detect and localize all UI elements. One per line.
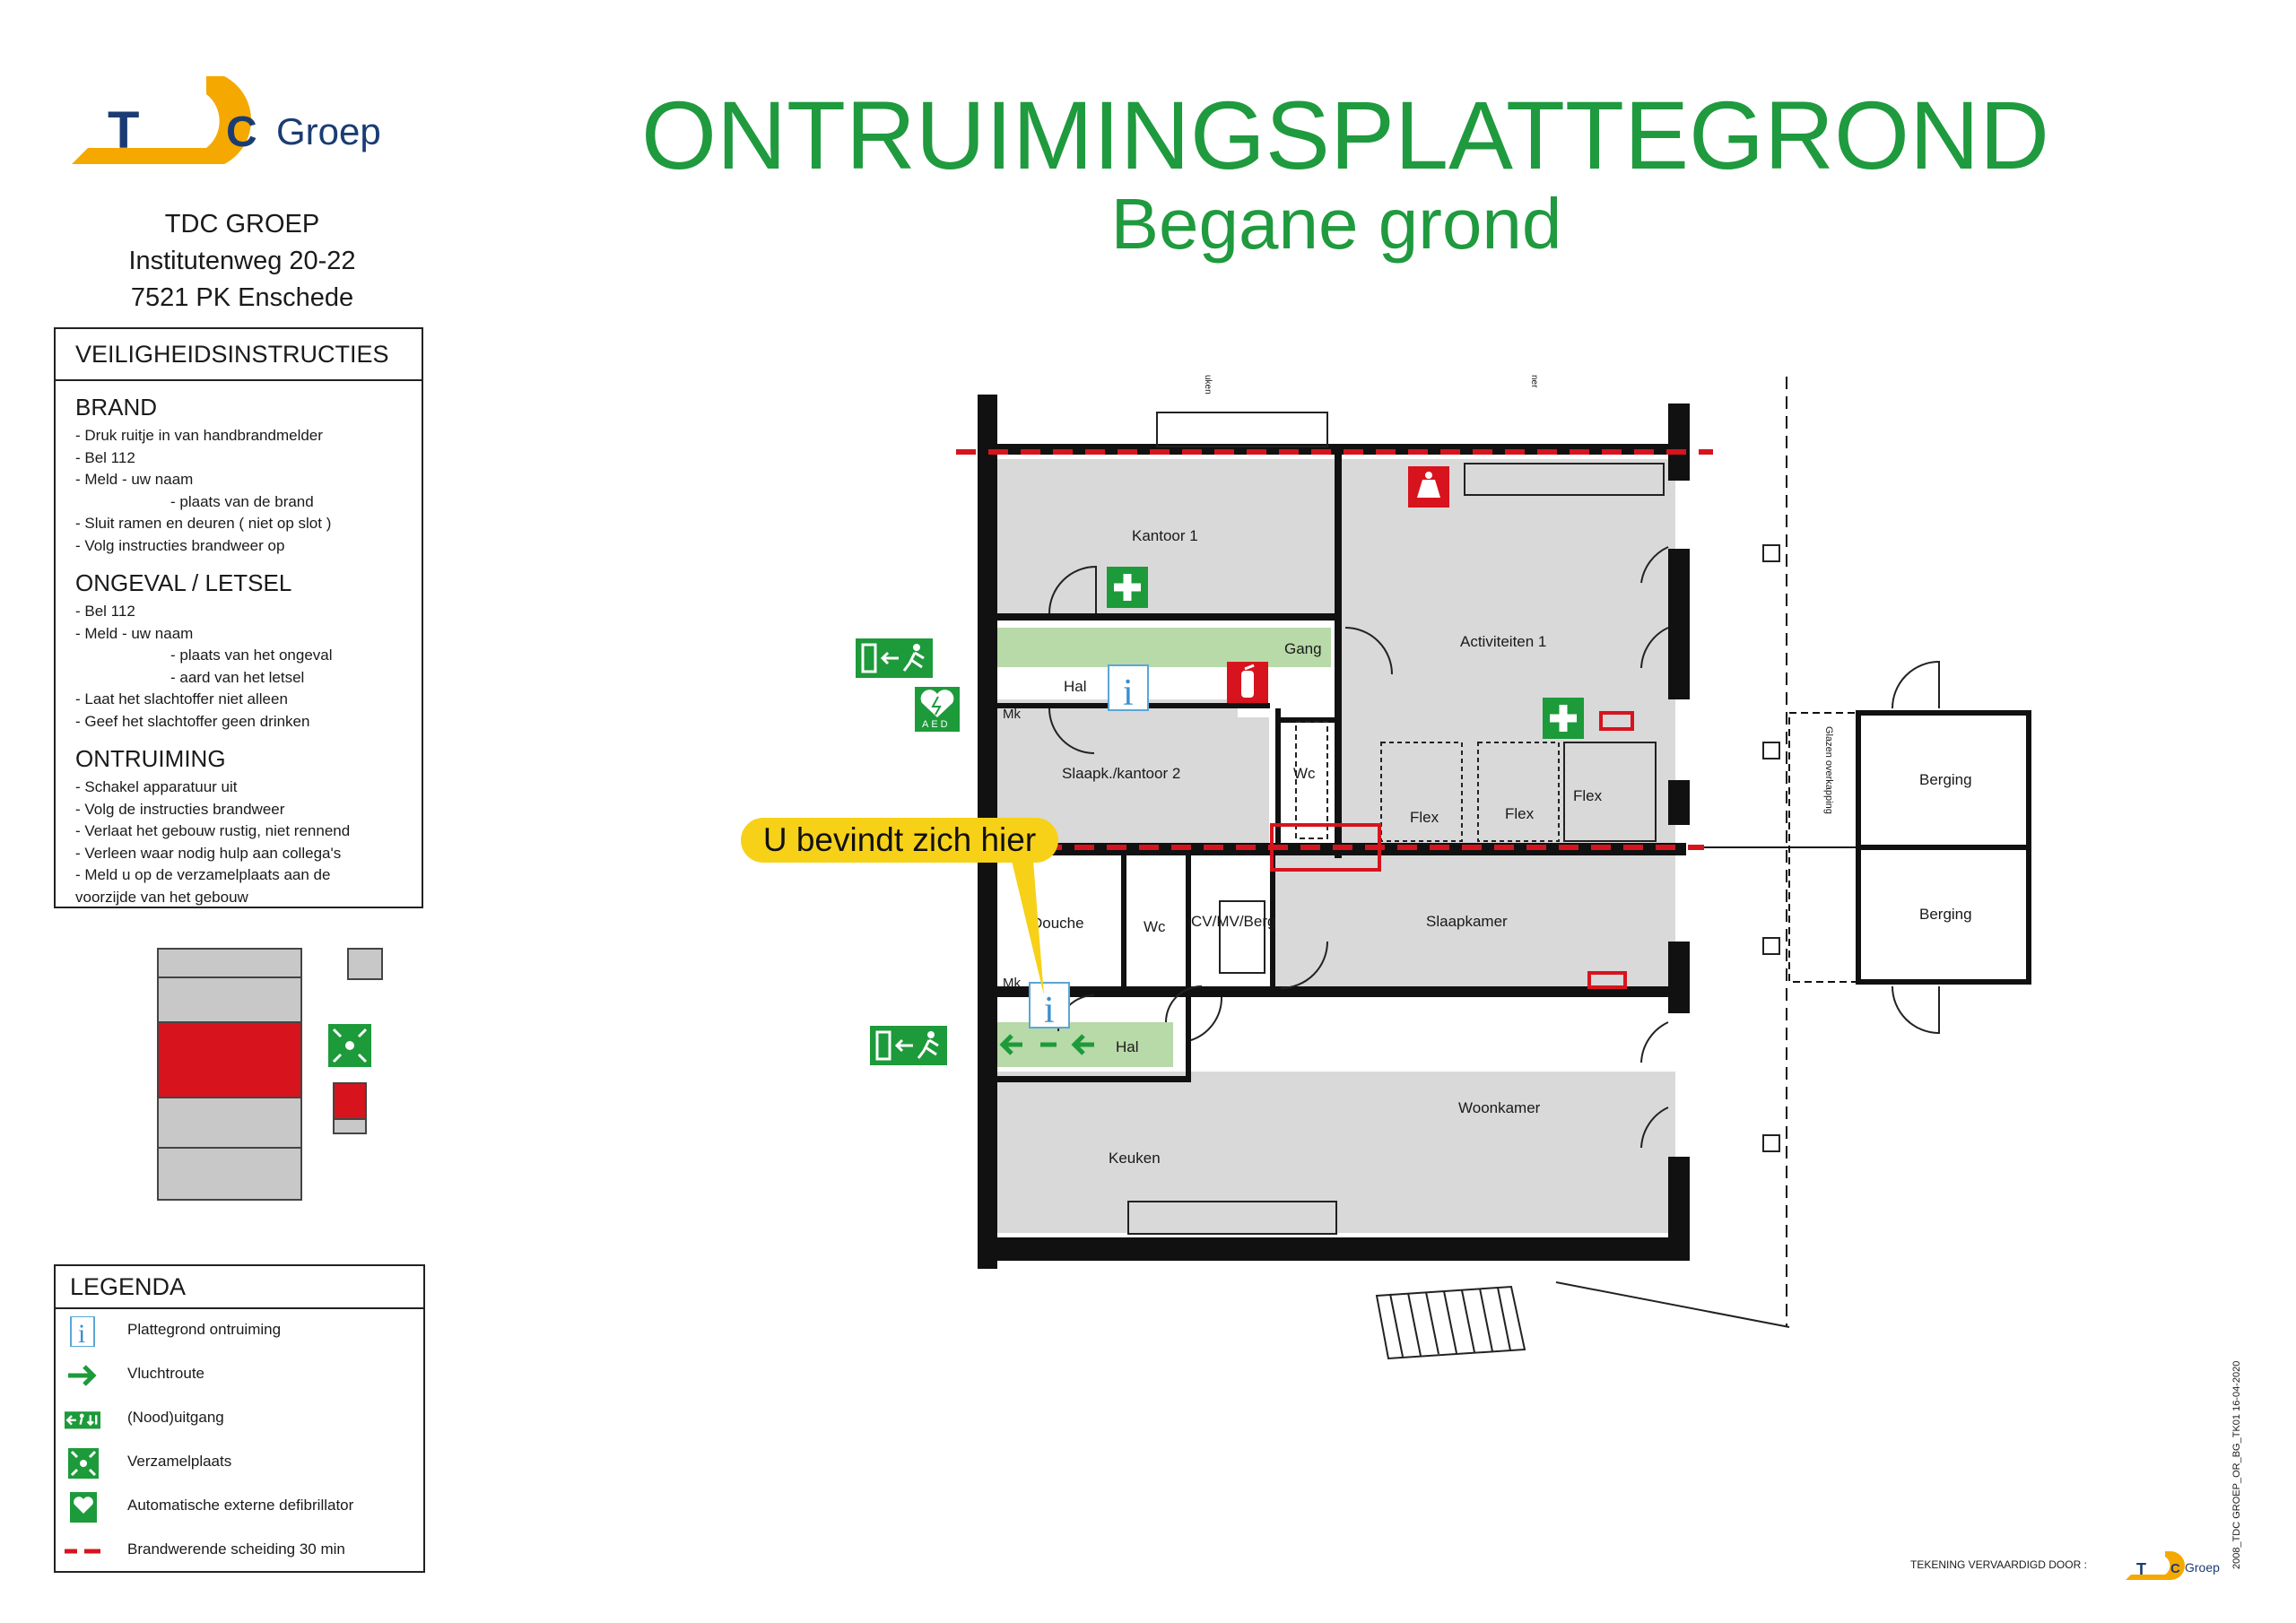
fire-extinguisher-icon (1227, 662, 1268, 703)
room-label: CV/MV/Berg (1191, 913, 1276, 930)
safety-instructions-panel: VEILIGHEIDSINSTRUCTIES BRAND - Druk ruit… (54, 327, 423, 908)
section-title-evacuation: ONTRUIMING (75, 745, 226, 772)
company-street: Institutenweg 20-22 (128, 247, 356, 275)
legend-panel: LEGENDA i Plattegrond ontruiming Vluchtr… (54, 1264, 425, 1573)
instruction-line: - Volg de instructies brandweer (75, 800, 285, 818)
svg-text:i: i (78, 1319, 85, 1347)
emergency-exit-icon (856, 638, 933, 678)
info-icon: i (1108, 664, 1149, 714)
room-label: Slaapk./kantoor 2 (1062, 765, 1181, 782)
svg-text:C: C (226, 108, 257, 156)
you-are-here-pointer (1012, 861, 1044, 995)
legend-item: Verzamelplaats (56, 1441, 423, 1485)
page-subtitle: Begane grond (1110, 184, 1562, 264)
escape-arrow-icon (999, 1034, 1094, 1055)
section-title-fire: BRAND (75, 394, 158, 421)
instruction-line: - Verlaat het gebouw rustig, niet rennen… (75, 822, 351, 839)
section-title-accident: ONGEVAL / LETSEL (75, 569, 292, 596)
page-title: ONTRUIMINGSPLATTEGROND (640, 81, 2050, 189)
room-label: Wc (1293, 765, 1316, 782)
legend-item: Automatische externe defibrillator (56, 1485, 423, 1529)
first-aid-icon (1107, 567, 1148, 608)
drawn-by-label: TEKENING VERVAARDIGD DOOR : (1910, 1558, 2087, 1571)
company-city: 7521 PK Enschede (130, 283, 354, 312)
room-label: Slaapkamer (1426, 913, 1508, 930)
aed-icon (70, 1492, 97, 1523)
room-label: Berging (1919, 771, 1972, 788)
room-label: Woonkamer (1458, 1099, 1541, 1116)
company-logo: T C Groep (72, 67, 430, 175)
drawing-code: 2008_TDC GROEP_OR_BG_TK01 16-04-2020 (2231, 1360, 2242, 1569)
fire-separation-line (956, 449, 1713, 850)
room-label: Douche (1031, 915, 1084, 932)
aed-label: AED (922, 719, 951, 730)
instruction-line: - Geef het slachtoffer geen drinken (75, 712, 310, 730)
room-label: Flex (1505, 805, 1535, 822)
instruction-line: - Druk ruitje in van handbrandmelder (75, 427, 323, 444)
svg-text:Groep: Groep (2185, 1560, 2220, 1575)
fire-alarm-icon (1408, 466, 1449, 508)
room-label: Berging (1919, 906, 1972, 923)
instruction-line: - Verleen waar nodig hulp aan collega's (75, 844, 342, 862)
instruction-line: - Bel 112 (75, 448, 135, 466)
site-overview-map (157, 948, 383, 1201)
legend-item: Vluchtroute (56, 1353, 423, 1397)
safety-header: VEILIGHEIDSINSTRUCTIES (56, 329, 422, 381)
emergency-exit-icon (65, 1411, 100, 1429)
instruction-line: - aard van het letsel (170, 668, 305, 686)
info-icon: i (1029, 982, 1070, 1031)
instruction-line: - Meld u op de verzamelplaats aan de (75, 866, 331, 883)
instruction-line: - Meld - uw naam (75, 471, 194, 488)
aed-icon (915, 687, 960, 732)
instruction-line: - plaats van de brand (170, 492, 314, 510)
assembly-point-icon (68, 1448, 99, 1479)
room-label: Wc (1144, 918, 1166, 935)
room-label: Hal (1064, 678, 1087, 695)
legend-item: (Nood)uitgang (56, 1397, 423, 1441)
legend-item: i Plattegrond ontruiming (56, 1309, 423, 1353)
instruction-line: - plaats van het ongeval (170, 647, 333, 664)
instruction-line: - Laat het slachtoffer niet alleen (75, 690, 288, 707)
instruction-line: - Meld - uw naam (75, 624, 194, 642)
room-label: Gang (1284, 640, 1322, 657)
room-label: Activiteiten 1 (1460, 633, 1547, 650)
instruction-line: - Sluit ramen en deuren ( niet op slot ) (75, 515, 332, 532)
svg-text:Groep: Groep (276, 110, 381, 152)
instruction-line: - Bel 112 (75, 603, 135, 620)
emergency-exit-icon (870, 1026, 947, 1065)
room-label: Mk (1003, 707, 1021, 722)
legend-item: Brandwerende scheiding 30 min (56, 1529, 423, 1573)
room-label: Flex (1573, 787, 1603, 804)
room-label: Flex (1410, 809, 1439, 826)
room-label: Kantoor 1 (1132, 527, 1198, 544)
assembly-point-icon (328, 1024, 371, 1067)
svg-text:i: i (1123, 673, 1134, 714)
fire-separation-icon (65, 1549, 100, 1554)
legend-header: LEGENDA (56, 1266, 423, 1309)
arrow-right-icon (68, 1365, 97, 1386)
room-label: Hal (1116, 1038, 1139, 1055)
instruction-line: - Schakel apparatuur uit (75, 778, 238, 795)
instruction-line: - Volg instructies brandweer op (75, 536, 285, 554)
company-address: TDC GROEP Institutenweg 20-22 7521 PK En… (54, 206, 430, 317)
room-label: Keuken (1109, 1150, 1161, 1167)
info-icon: i (70, 1316, 95, 1347)
instruction-line: voorzijde van het gebouw (75, 888, 248, 906)
company-name: TDC GROEP (164, 210, 320, 239)
room-label: Mk (1003, 976, 1021, 991)
footer-logo: T C Groep (2126, 1551, 2220, 1580)
svg-text:T: T (108, 101, 139, 160)
svg-text:i: i (1044, 990, 1055, 1031)
first-aid-icon (1543, 698, 1584, 739)
you-are-here-marker: U bevindt zich hier (741, 818, 1058, 863)
svg-text:C: C (2170, 1561, 2180, 1576)
svg-text:T: T (2136, 1560, 2146, 1578)
